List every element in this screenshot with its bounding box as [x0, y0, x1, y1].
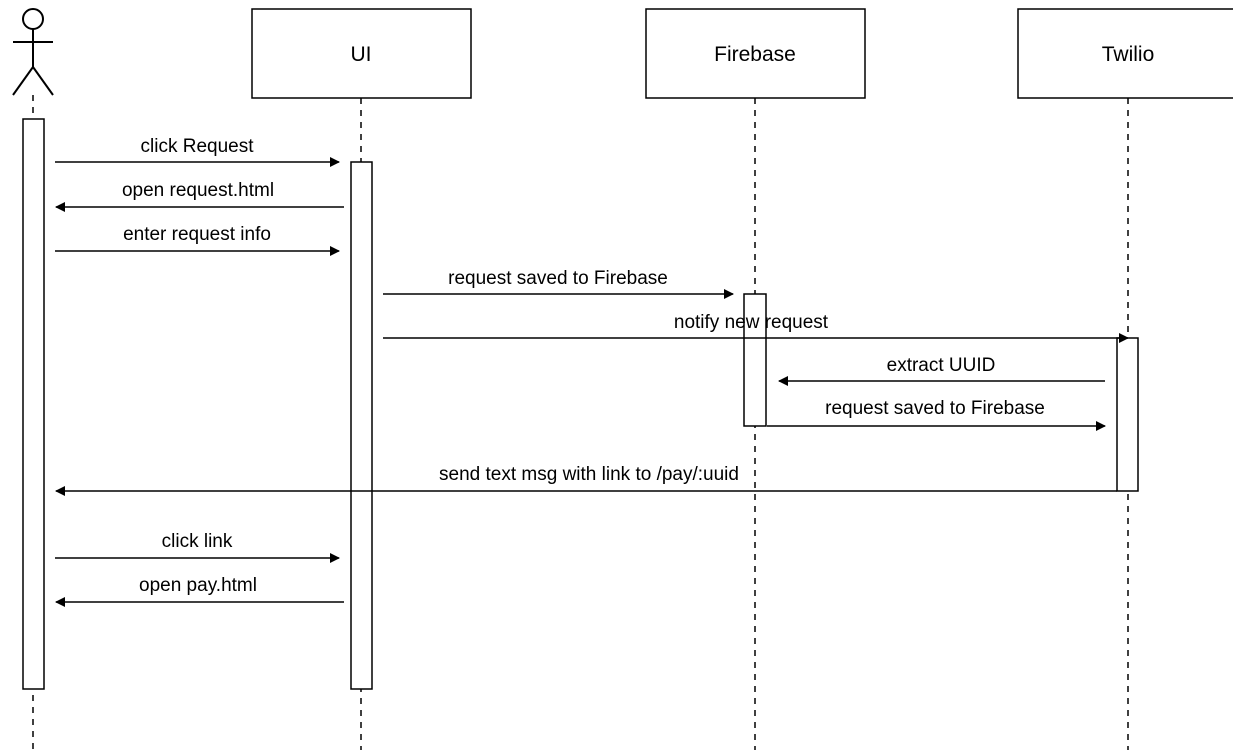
actor-icon — [12, 8, 54, 96]
message-label: open request.html — [122, 180, 274, 201]
message-9: click link — [55, 531, 340, 563]
message-label: request saved to Firebase — [825, 398, 1045, 419]
activation-twilio — [1116, 337, 1139, 492]
activation-user — [22, 118, 45, 690]
message-10: open pay.html — [55, 575, 344, 607]
activation-ui — [350, 161, 373, 690]
activation-firebase — [743, 293, 767, 427]
participant-twilio: Twilio — [1017, 8, 1233, 99]
participant-ui-label: UI — [351, 43, 372, 66]
participant-twilio-label: Twilio — [1102, 43, 1155, 66]
message-label: open pay.html — [139, 575, 257, 596]
message-3: enter request info — [55, 224, 340, 256]
message-label: send text msg with link to /pay/:uuid — [439, 464, 739, 485]
message-label: click link — [162, 531, 233, 552]
message-4: request saved to Firebase — [383, 268, 734, 299]
participant-firebase-label: Firebase — [714, 43, 796, 66]
participant-firebase: Firebase — [645, 8, 866, 99]
message-5: notify new request — [383, 312, 1129, 343]
message-label: enter request info — [123, 224, 271, 245]
message-6: extract UUID — [778, 355, 1105, 386]
message-7: request saved to Firebase — [767, 398, 1106, 431]
message-8: send text msg with link to /pay/:uuid — [55, 464, 1117, 496]
message-label: extract UUID — [887, 355, 996, 376]
message-2: open request.html — [55, 180, 344, 212]
message-label: request saved to Firebase — [448, 268, 668, 289]
message-1: click Request — [55, 136, 340, 167]
message-label: click Request — [141, 136, 255, 157]
participant-ui: UI — [251, 8, 472, 99]
message-label: notify new request — [674, 312, 829, 333]
